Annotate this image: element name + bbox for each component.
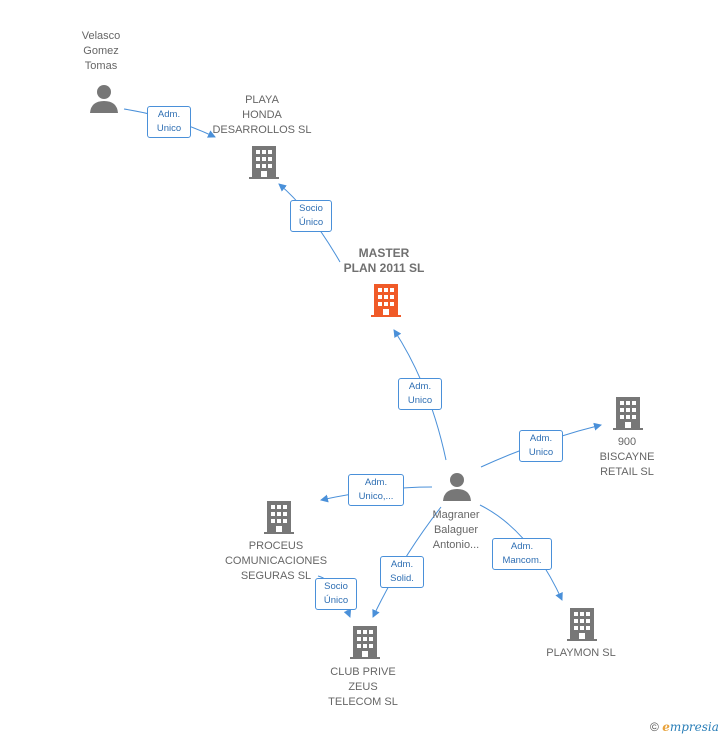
edge-label-proceus-club[interactable]: Socio Único (315, 578, 357, 610)
node-label: Velasco Gomez Tomas (81, 30, 121, 72)
brand-logo: empresia (662, 720, 719, 734)
building-icon (613, 397, 643, 430)
edge-label-magraner-playmon[interactable]: Adm. Mancom. (492, 538, 552, 570)
building-icon (249, 146, 279, 179)
building-icon (567, 608, 597, 641)
node-label: PROCEUS COMUNICACIONES SEGURAS SL (224, 540, 328, 582)
node-label: PLAYA HONDA DESARROLLOS SL (212, 94, 312, 136)
node-label: MASTER PLAN 2011 SL (343, 246, 425, 275)
node-proceus[interactable]: PROCEUS COMUNICACIONES SEGURAS SL (216, 539, 336, 584)
node-label: 900 BISCAYNE RETAIL SL (599, 436, 655, 478)
node-label: CLUB PRIVE ZEUS TELECOM SL (328, 666, 398, 708)
edge-label-velasco-playa[interactable]: Adm. Unico (147, 106, 191, 138)
edge-label-master-playa[interactable]: Socio Único (290, 200, 332, 232)
node-magraner[interactable]: Magraner Balaguer Antonio... (416, 508, 496, 553)
node-900-biscayne[interactable]: 900 BISCAYNE RETAIL SL (586, 435, 668, 480)
node-velasco[interactable]: Velasco Gomez Tomas (66, 29, 136, 74)
node-label: Magraner Balaguer Antonio... (432, 509, 480, 551)
copyright-symbol: © (650, 720, 659, 734)
node-master-plan[interactable]: MASTER PLAN 2011 SL (324, 246, 444, 276)
node-label: PLAYMON SL (546, 647, 616, 659)
footer-brand: © empresia (650, 720, 719, 734)
building-icon (371, 284, 401, 317)
edge-label-magraner-club[interactable]: Adm. Solid. (380, 556, 424, 588)
node-playa-honda[interactable]: PLAYA HONDA DESARROLLOS SL (206, 93, 318, 138)
edge-label-magraner-master[interactable]: Adm. Unico (398, 378, 442, 410)
building-icon (350, 626, 380, 659)
node-playmon[interactable]: PLAYMON SL (536, 646, 626, 661)
edge-label-magraner-proceus[interactable]: Adm. Unico,... (348, 474, 404, 506)
person-icon (90, 85, 118, 113)
edge-label-magraner-biscayne[interactable]: Adm. Unico (519, 430, 563, 462)
node-club-prive-zeus[interactable]: CLUB PRIVE ZEUS TELECOM SL (313, 665, 413, 710)
person-icon (443, 473, 471, 501)
building-icon (264, 501, 294, 534)
